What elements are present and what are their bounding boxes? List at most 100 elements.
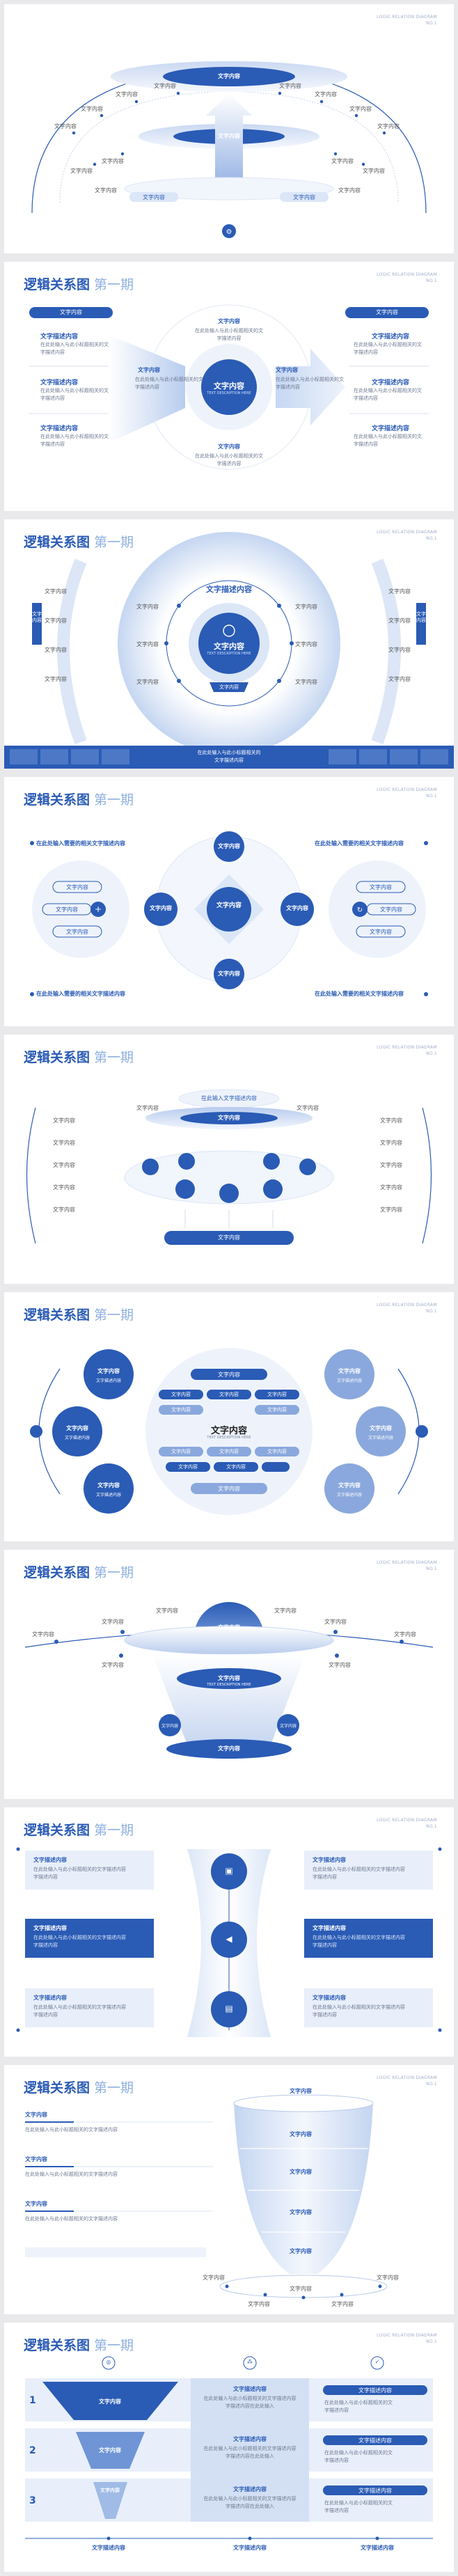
pill-outlines xyxy=(42,881,416,938)
desc-line: 在此处输入与此小标题相关的文 xyxy=(354,388,422,393)
desc-line: 在此处输入与此小标题相关的文 xyxy=(324,2450,393,2456)
card-r3-title: 文字描述内容 xyxy=(313,1995,346,2001)
hub-center xyxy=(207,887,251,932)
right-tab-label: 文字内容 xyxy=(293,194,315,201)
ring-label-1: 文字内容 xyxy=(136,604,159,610)
center-tab-label: 文字内容 xyxy=(219,684,239,690)
left-cluster-bg xyxy=(32,861,129,958)
top-disc-label: 文字内容 xyxy=(218,73,240,79)
right-item-2: 文字内容 xyxy=(388,618,411,624)
right-node-desc: 在此处输入与此小标题相关的文字描述内容 xyxy=(276,376,344,391)
right-node xyxy=(281,893,314,926)
title-main: 逻辑关系图 xyxy=(24,2080,90,2096)
slide-title: 逻辑关系图第一期 xyxy=(24,274,134,293)
left-item-2: 文字内容 xyxy=(53,1140,75,1146)
title-main: 逻辑关系图 xyxy=(24,277,90,292)
upper-disc-label: 文字内容 xyxy=(218,1115,240,1121)
left-band xyxy=(57,558,87,745)
mid-desc-2: 在此处输入与此小标题相关的文字描述内容字描述内容在此处输入 xyxy=(191,2445,309,2460)
corner-en: LOGIC RELATION DIAGRAM xyxy=(377,1560,437,1565)
right-item-4: 文字内容 xyxy=(380,1184,402,1191)
tri-segment-1 xyxy=(42,2382,178,2420)
funnel-top xyxy=(233,2094,374,2112)
desc-line: 字描述内容在此处输入 xyxy=(226,2403,274,2409)
funnel-bands xyxy=(239,2148,368,2233)
upper-disc-core xyxy=(180,1112,278,1124)
desc-line: 在此处输入与此小标题相关的文字描述内容 xyxy=(313,2004,405,2010)
left-desc-body-2: 在此处输入与此小标题相关的文字描述内容 xyxy=(40,387,109,402)
left-item-2: 文字内容 xyxy=(45,618,67,624)
base-label-1: 文字内容 xyxy=(203,2275,225,2281)
radial-ring-diagram xyxy=(4,532,454,769)
right-side-label: 文字内容 xyxy=(416,611,426,623)
right-node xyxy=(277,1714,299,1736)
desc-line: 字描述内容 xyxy=(324,2508,349,2513)
bubble-l2-sub: 文字描述内容 xyxy=(64,1436,90,1440)
desc-line: 在此处输入与此小标题相关的文字描述内容 xyxy=(313,1935,405,1940)
desc-line: 在此处输入与此小标题相关的文字描述内容 xyxy=(203,2396,297,2401)
corner-text-br: 在此处输入需要的相关文字描述内容 xyxy=(315,991,404,997)
desc-line: 在此处输入与此小标题相关的文 xyxy=(195,453,263,459)
bottom-pill xyxy=(164,1231,294,1245)
bottom-cells xyxy=(10,749,448,764)
desc-line: 在此处输入与此小标题相关的文 xyxy=(195,328,263,333)
bubble-r1-sub: 文字描述内容 xyxy=(336,1379,362,1383)
cross-hub-diagram: + ↻ xyxy=(30,831,428,996)
left-tab xyxy=(129,192,178,202)
arc-label-10: 文字内容 xyxy=(102,158,124,164)
mid-disc-label: 文字内容 xyxy=(218,1675,240,1681)
slide-title: 逻辑关系图第一期 xyxy=(24,1305,134,1324)
right-header-label: 文字内容 xyxy=(376,309,398,315)
arc-label-13: 文字内容 xyxy=(95,187,117,194)
right-pills xyxy=(323,2385,427,2495)
bubble-l3-sub: 文字描述内容 xyxy=(95,1493,121,1498)
right-desc-body-2: 在此处输入与此小标题相关的文字描述内容 xyxy=(354,387,422,402)
desc-line: 字描述内容 xyxy=(40,395,65,401)
right-item-5: 文字内容 xyxy=(380,1207,402,1213)
card-r2-desc: 在此处输入与此小标题相关的文字描述内容字描述内容 xyxy=(313,1934,405,1949)
desc-line: 字描述内容 xyxy=(33,1942,58,1948)
desc-line: 在此处输入与此小标题相关的文字描述内容 xyxy=(313,1867,405,1872)
left-desc-title-2: 文字描述内容 xyxy=(40,379,79,386)
bottom-label-1: 文字描述内容 xyxy=(92,2545,125,2551)
left-tab-label: 文字内容 xyxy=(143,194,165,201)
title-sub: 第一期 xyxy=(94,2080,134,2096)
desc-line: 字描述内容 xyxy=(276,384,300,390)
row-number-2: 2 xyxy=(29,2445,36,2456)
desc-line: 在此处输入与此小标题相关的文字描述内容 xyxy=(33,1867,126,1872)
desc-line: 字描述内容 xyxy=(313,1942,337,1948)
mid-title-2: 文字描述内容 xyxy=(233,2436,267,2442)
pill-label-r1: 文字内容 xyxy=(370,884,392,890)
bottom-node-desc: 在此处输入与此小标题相关的文字描述内容 xyxy=(180,453,278,468)
desc-line: 字描述内容 xyxy=(216,336,242,341)
tri-label-3: 文字内容 xyxy=(100,2488,120,2493)
slide-title: 逻辑关系图第一期 xyxy=(24,790,134,808)
card-r1-title: 文字描述内容 xyxy=(313,1857,346,1863)
title-sub: 第一期 xyxy=(94,2338,134,2353)
bubble-l3-title: 文字内容 xyxy=(97,1482,120,1489)
up-arrow xyxy=(206,93,252,178)
funnel-band-4: 文字内容 xyxy=(290,2248,312,2254)
mid-disc-label: 文字内容 xyxy=(218,133,240,139)
corner-en: LOGIC RELATION DIAGRAM xyxy=(377,2075,437,2080)
mid-column xyxy=(191,2378,309,2522)
slide-title: 逻辑关系图第一期 xyxy=(24,532,134,551)
hub-en: TEXT DESCRIPTION HERE xyxy=(207,1436,251,1440)
left-item-1: 文字内容 xyxy=(45,588,67,595)
row-pills-light xyxy=(159,1405,299,1494)
disc-side-label-l: 文字内容 xyxy=(136,1105,159,1111)
mid-desc-3: 在此处输入与此小标题相关的文字描述内容字描述内容在此处输入 xyxy=(191,2495,309,2511)
bubble-r2-title: 文字内容 xyxy=(370,1425,392,1431)
left-desc-body-3: 在此处输入与此小标题相关的文字描述内容 xyxy=(40,433,109,448)
side-label-r: 文字内容 xyxy=(329,1662,351,1668)
arc-label-4: 文字内容 xyxy=(154,83,176,89)
desc-line: 字描述内容 xyxy=(313,2012,337,2018)
right-item-3: 文字内容 xyxy=(388,647,411,653)
